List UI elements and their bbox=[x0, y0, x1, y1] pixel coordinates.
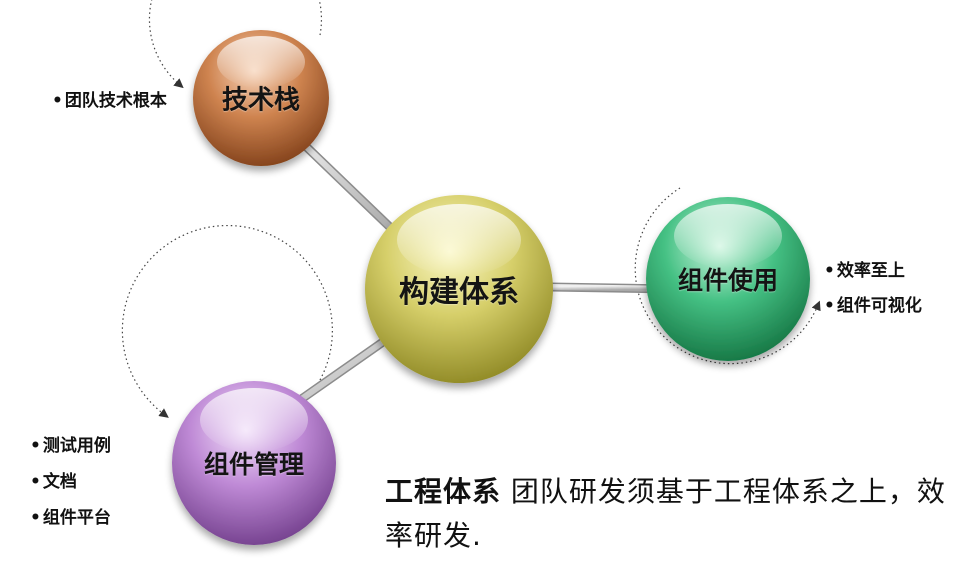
description: 工程体系 团队研发须基于工程体系之上，效率研发. bbox=[385, 470, 970, 558]
node-label-manage: 组件管理 bbox=[203, 450, 305, 479]
orb-center bbox=[365, 195, 553, 383]
list-item: 测试用例 bbox=[30, 436, 111, 456]
orbit-manage bbox=[121, 224, 333, 418]
center-label: 构建体系 bbox=[399, 275, 519, 310]
orbit-rings bbox=[121, 0, 821, 418]
description-body: 团队研发须基于工程体系之上，效率研发. bbox=[385, 475, 946, 552]
orbit-usage bbox=[634, 187, 821, 365]
node-label-usage: 组件使用 bbox=[677, 266, 779, 295]
orb-manage bbox=[172, 381, 336, 545]
node-label-tech: 技术栈 bbox=[221, 85, 301, 116]
description-title: 工程体系 bbox=[385, 475, 502, 508]
orb-tech bbox=[193, 30, 329, 166]
list-item: 团队技术根本 bbox=[52, 91, 167, 111]
orb-usage bbox=[646, 197, 810, 361]
list-item: 效率至上 bbox=[824, 261, 905, 281]
list-item: 组件平台 bbox=[30, 508, 111, 528]
list-item: 组件可视化 bbox=[824, 296, 922, 316]
list-item: 文档 bbox=[30, 472, 77, 492]
